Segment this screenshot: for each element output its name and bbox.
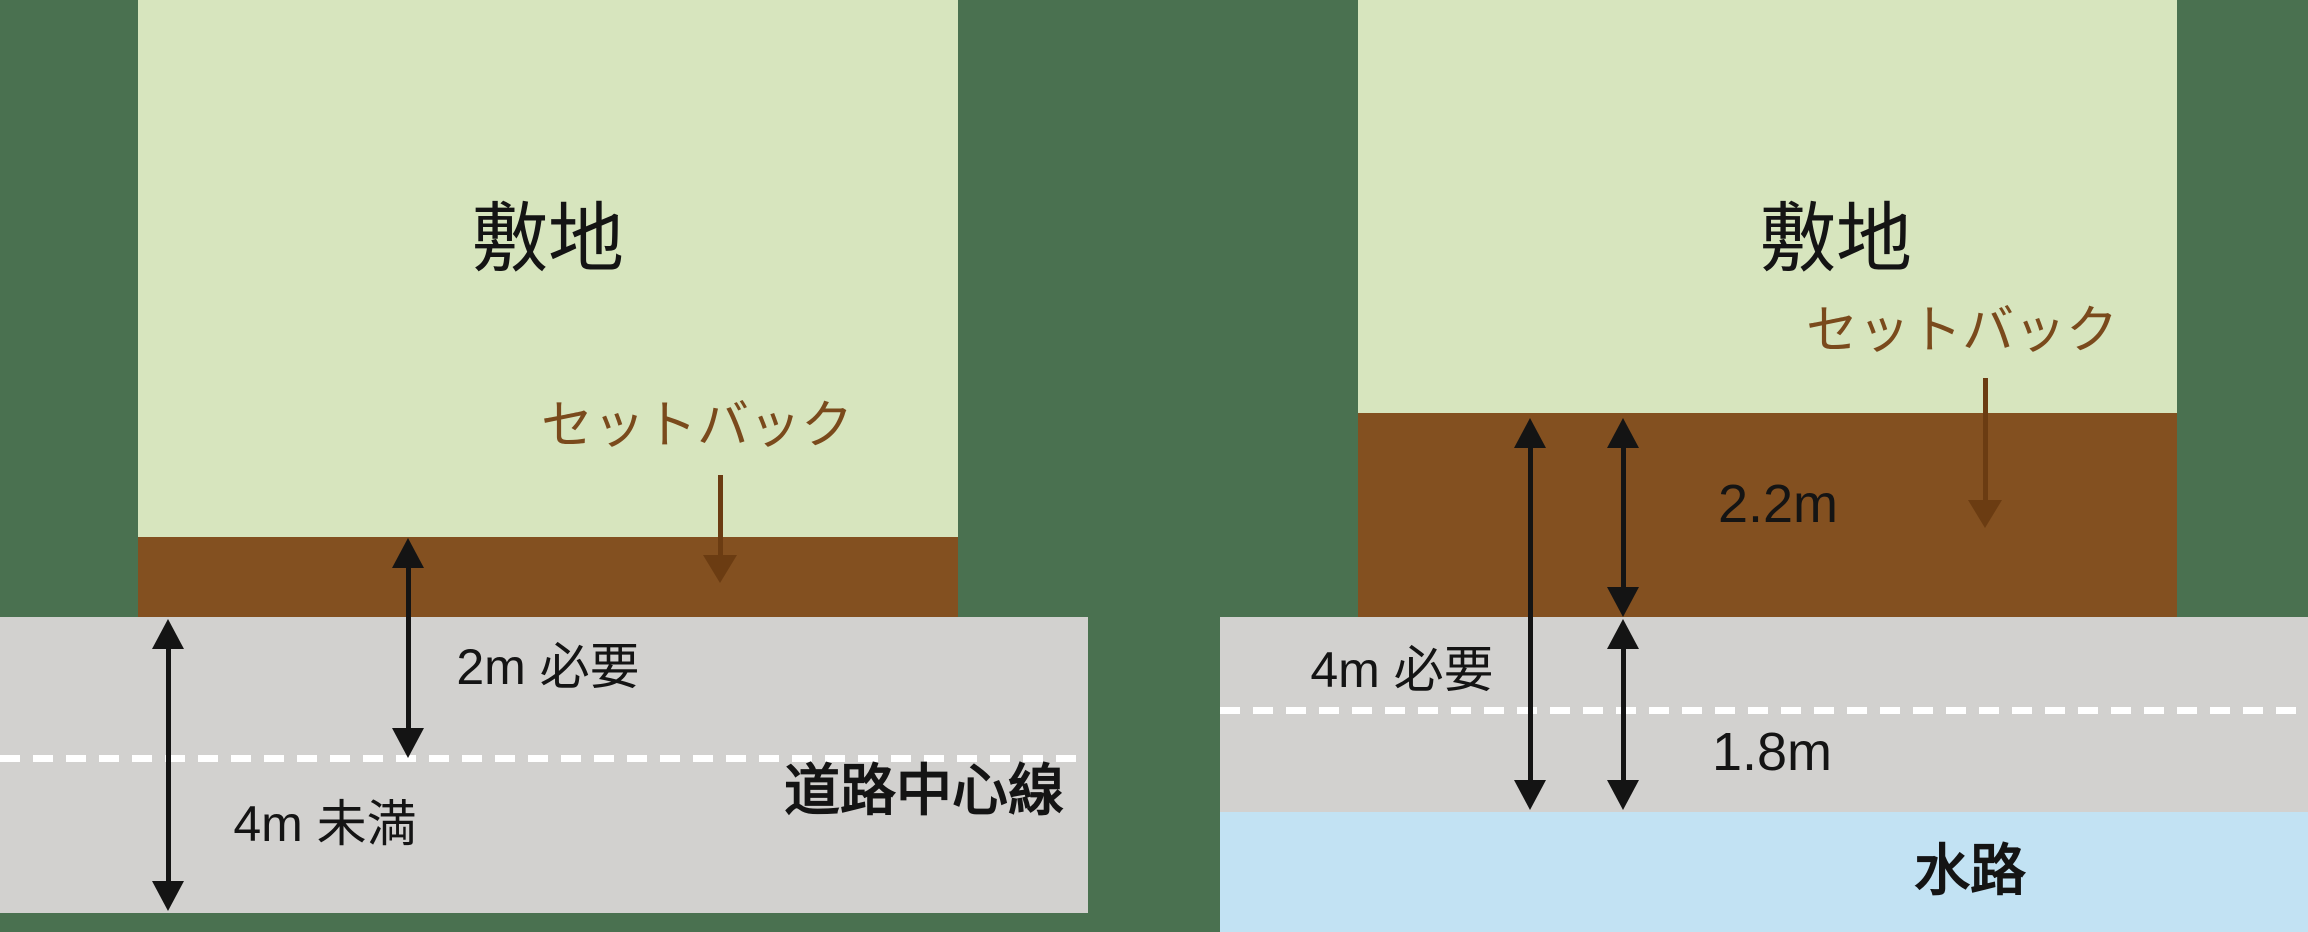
arrowhead-down-icon bbox=[152, 881, 184, 911]
setback-label-left: セットバック bbox=[540, 397, 854, 455]
measure-arrow-22m bbox=[1607, 418, 1639, 617]
label-2m-required: 2m 必要 bbox=[456, 639, 640, 695]
setback-label-right: セットバック bbox=[1805, 302, 2119, 360]
road-centerline-dash-left bbox=[0, 755, 1088, 762]
arrowhead-down-icon bbox=[703, 555, 737, 583]
label-18m: 1.8m bbox=[1711, 722, 1833, 782]
arrowhead-up-icon bbox=[152, 619, 184, 649]
arrow-shaft bbox=[1527, 448, 1533, 780]
arrowhead-up-icon bbox=[392, 538, 424, 568]
arrow-shaft bbox=[1982, 378, 1988, 500]
arrow-shaft bbox=[1620, 448, 1626, 587]
measure-arrow-4m-required bbox=[1514, 418, 1546, 810]
arrowhead-up-icon bbox=[1607, 418, 1639, 448]
label-22m: 2.2m bbox=[1717, 474, 1839, 534]
site-area-right bbox=[1358, 0, 2177, 413]
site-area-left bbox=[138, 0, 958, 537]
arrow-shaft bbox=[405, 568, 411, 728]
road-centerline-dash-right bbox=[1220, 707, 2308, 714]
setback-pointer-arrow-left bbox=[703, 475, 737, 583]
waterway-area bbox=[1220, 812, 2308, 932]
label-road-centerline: 道路中心線 bbox=[784, 759, 1064, 822]
road-area-left bbox=[0, 617, 1088, 913]
arrow-shaft bbox=[717, 475, 723, 555]
label-4m-required: 4m 必要 bbox=[1310, 642, 1494, 698]
setback-strip-right bbox=[1358, 413, 2177, 617]
measure-arrow-2m bbox=[392, 538, 424, 758]
site-label-left: 敷地 bbox=[472, 197, 624, 282]
label-waterway: 水路 bbox=[1914, 839, 2026, 902]
measure-arrow-18m bbox=[1607, 619, 1639, 810]
arrowhead-down-icon bbox=[1514, 780, 1546, 810]
arrowhead-down-icon bbox=[392, 728, 424, 758]
setback-strip-left bbox=[138, 537, 958, 617]
arrowhead-up-icon bbox=[1607, 619, 1639, 649]
arrowhead-up-icon bbox=[1514, 418, 1546, 448]
label-4m-less: 4m 未満 bbox=[233, 796, 417, 852]
arrowhead-down-icon bbox=[1607, 780, 1639, 810]
site-label-right: 敷地 bbox=[1760, 197, 1912, 282]
arrow-shaft bbox=[1620, 649, 1626, 780]
setback-pointer-arrow-right bbox=[1968, 378, 2002, 528]
arrow-shaft bbox=[165, 649, 171, 881]
arrowhead-down-icon bbox=[1968, 500, 2002, 528]
arrowhead-down-icon bbox=[1607, 587, 1639, 617]
measure-arrow-4m-less bbox=[152, 619, 184, 911]
road-area-right bbox=[1220, 617, 2308, 812]
